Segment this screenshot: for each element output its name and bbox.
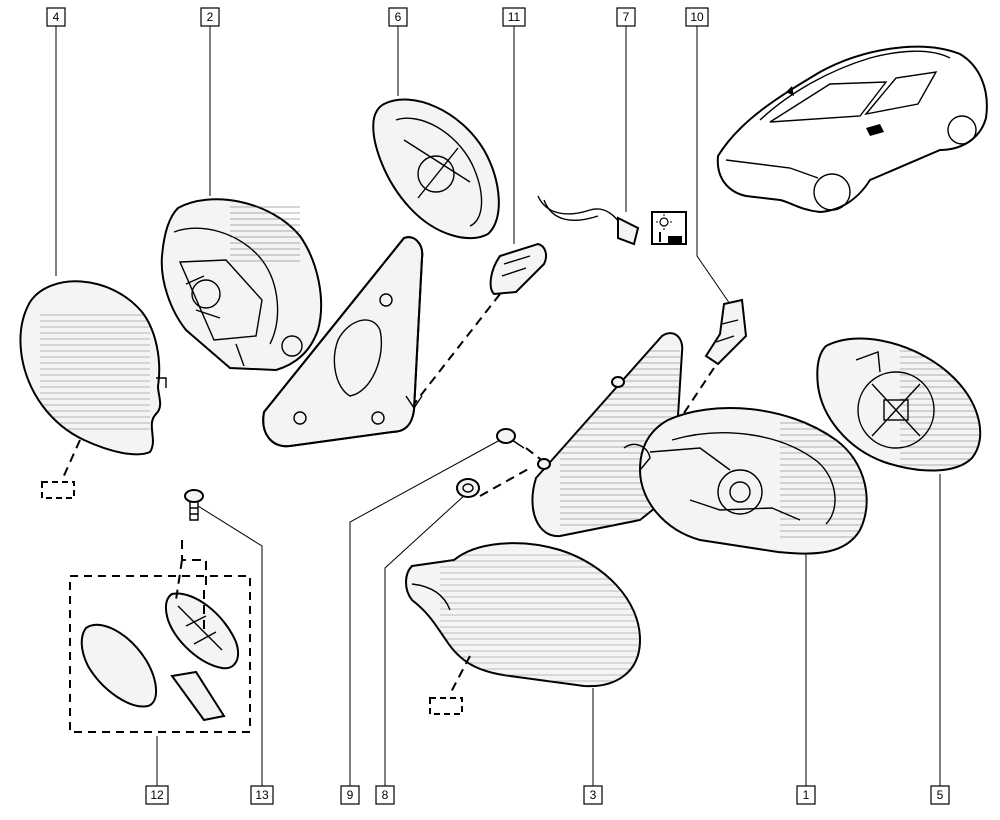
callout-label: 8 (382, 788, 389, 802)
callout-8: 8 (375, 785, 395, 805)
part-4-mirror-cover (19, 280, 167, 499)
callout-13: 13 (250, 785, 274, 805)
callout-label: 2 (207, 10, 214, 24)
leader-lines (55, 26, 941, 786)
callout-10: 10 (685, 7, 709, 27)
callout-7: 7 (616, 7, 636, 27)
callout-6: 6 (388, 7, 408, 27)
callout-1: 1 (796, 785, 816, 805)
part-6-mirror-glass (372, 98, 500, 240)
door-trim-panel (262, 236, 424, 448)
callout-label: 4 (53, 10, 60, 24)
callout-3: 3 (583, 785, 603, 805)
callout-9: 9 (340, 785, 360, 805)
wiring-pictogram-icon (651, 211, 687, 245)
part-3-mirror-cover (405, 542, 642, 715)
callout-12: 12 (145, 785, 169, 805)
callout-label: 11 (508, 10, 521, 24)
callout-label: 7 (623, 10, 630, 24)
part-9-screw (496, 428, 545, 463)
callout-label: 5 (937, 788, 944, 802)
part-11-clip (405, 242, 547, 410)
callout-11: 11 (502, 7, 526, 27)
callout-label: 12 (150, 788, 164, 802)
callout-label: 1 (803, 788, 810, 802)
part-12-service-kit (69, 540, 251, 733)
car-thumbnail (716, 45, 988, 214)
callout-5: 5 (930, 785, 950, 805)
callout-4: 4 (46, 7, 66, 27)
callout-label: 6 (395, 10, 402, 24)
callout-label: 3 (590, 788, 597, 802)
part-8-nut (456, 467, 531, 498)
callout-2: 2 (200, 7, 220, 27)
part-13-screw (184, 489, 204, 521)
callout-label: 13 (255, 788, 269, 802)
callout-label: 10 (690, 10, 704, 24)
callout-label: 9 (347, 788, 354, 802)
part-2-mirror-housing (160, 198, 323, 372)
part-7-wire-harness (537, 195, 640, 246)
